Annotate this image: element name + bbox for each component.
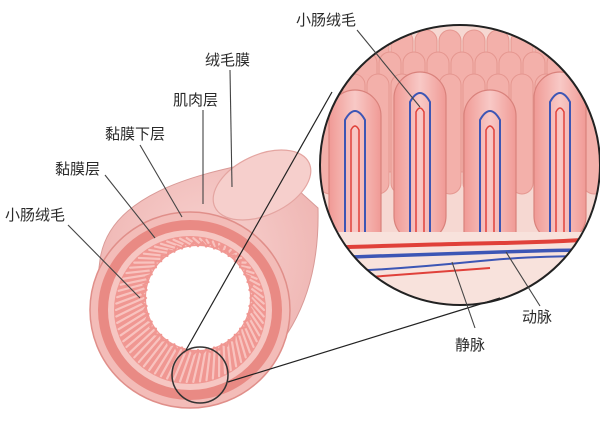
label-artery: 动脉 (522, 308, 552, 326)
label-muscle: 肌肉层 (173, 91, 218, 109)
label-serosa: 绒毛膜 (205, 51, 250, 69)
label-submucosa: 黏膜下层 (105, 125, 165, 143)
label-mucosa: 黏膜层 (55, 160, 100, 178)
label-villus-top: 小肠绒毛 (296, 11, 356, 29)
label-vein: 静脉 (455, 336, 485, 354)
label-villus-left: 小肠绒毛 (5, 206, 65, 224)
